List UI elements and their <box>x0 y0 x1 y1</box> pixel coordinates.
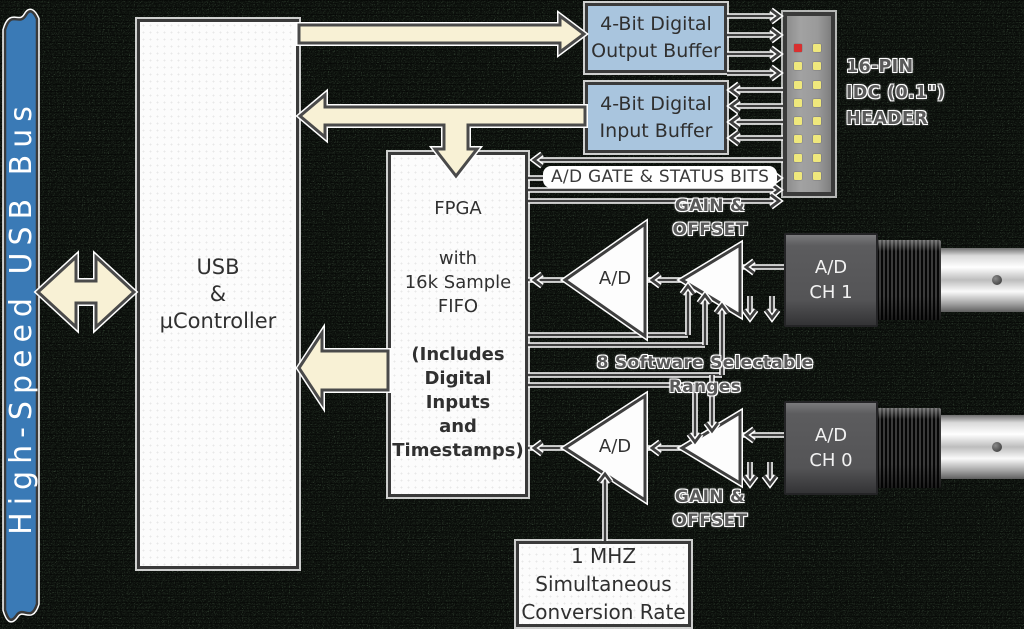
usb-bus-label: High-Speed USB Bus <box>4 99 39 535</box>
header-pin <box>794 172 802 181</box>
arrowhead-u <box>714 302 730 314</box>
arrowhead-l <box>531 440 543 456</box>
ch1-line: CH 1 <box>809 282 853 303</box>
header-pin <box>813 117 821 126</box>
fpga-line: Timestamps) <box>392 440 524 461</box>
ch0-line: CH 0 <box>809 450 853 471</box>
arrowhead-l <box>728 114 740 130</box>
gain-offset-label-ch0: GAIN & OFFSET <box>672 487 748 531</box>
fpga-line: 16k Sample <box>404 272 512 293</box>
header-pin-1 <box>794 44 802 52</box>
digital-input-buffer-box: 4-Bit Digital Input Buffer <box>585 82 727 153</box>
fpga-line: FPGA <box>434 198 482 219</box>
arrowhead-l <box>743 259 755 275</box>
input-buffer-line: 4-Bit Digital <box>600 92 712 115</box>
fpga-line: (Includes <box>411 344 505 365</box>
arrowhead-u <box>680 283 696 295</box>
header-pin <box>794 98 802 107</box>
input-buffer-line: Input Buffer <box>599 119 713 142</box>
header-pin <box>813 62 821 71</box>
arrowhead-r <box>770 8 782 24</box>
arrowhead-r <box>770 65 782 81</box>
header-pin <box>794 117 802 126</box>
idc-header-label: 16-PIN IDC (0.1") HEADER <box>846 57 946 129</box>
arrowhead-l <box>743 427 755 443</box>
clock-line: Conversion Rate <box>521 600 686 624</box>
arrowhead-l <box>728 98 740 114</box>
fpga-line: Digital Inputs <box>424 368 492 413</box>
ad-ch0-connector: A/D CH 0 <box>784 401 878 495</box>
header-pin <box>813 44 821 52</box>
arrowhead-r <box>770 27 782 43</box>
usb-bus-bidirectional-arrow <box>35 253 137 331</box>
fpga-line: and <box>439 416 477 437</box>
header-pin <box>794 62 802 71</box>
adc-label-ch0: A/D <box>598 436 632 457</box>
header-pin <box>813 80 821 89</box>
usb-bus-ribbon <box>3 10 39 622</box>
bnc-hole-ch0 <box>992 442 1002 452</box>
arrowhead-l <box>728 130 740 146</box>
clock-line: Simultaneous <box>535 572 672 596</box>
bnc-barrel-ch0 <box>941 415 1024 479</box>
arrowhead-d <box>704 422 720 434</box>
fpga-line: with <box>438 248 478 269</box>
fpga-box: FPGA with 16k Sample FIFO (Includes Digi… <box>388 152 528 497</box>
adc-triangle-ch1 <box>562 221 647 339</box>
arrowhead-u <box>597 471 613 483</box>
output-buffer-line: Output Buffer <box>591 40 721 62</box>
gain-offset-label-ch1: GAIN & OFFSET <box>672 196 748 240</box>
arrowhead-u <box>697 292 713 304</box>
arrowhead-r <box>770 193 782 209</box>
ch0-line: A/D <box>814 425 848 446</box>
arrowhead-l <box>531 152 543 168</box>
header-pin <box>794 135 802 144</box>
usb-controller-box: USB & µController <box>137 19 299 569</box>
clock-line: 1 MHZ <box>570 544 637 568</box>
ranges-label: 8 Software Selectable Ranges <box>596 353 814 397</box>
usb-box-line: µController <box>159 308 277 333</box>
header-pin <box>813 153 821 162</box>
digital-output-buffer-box: 4-Bit Digital Output Buffer <box>585 3 727 73</box>
usb-to-output-buffer-arrow <box>297 13 587 55</box>
arrowhead-d <box>762 475 778 487</box>
ch1-line: A/D <box>814 257 848 278</box>
arrowhead-d <box>742 475 758 487</box>
bnc-ribbed-ch1 <box>877 240 941 320</box>
input-buffer-to-usb-and-fpga-arrow <box>297 91 587 179</box>
gain-amp-triangle-ch1 <box>679 242 742 318</box>
header-pin <box>813 172 821 181</box>
header-pins <box>794 44 821 181</box>
conversion-rate-box: 1 MHZ Simultaneous Conversion Rate <box>516 541 691 627</box>
header-pin <box>813 98 821 107</box>
bnc-hole-ch1 <box>992 275 1002 285</box>
arrowhead-d <box>687 433 703 445</box>
usb-box-line: USB <box>196 254 240 279</box>
adc-label-ch1: A/D <box>598 268 632 289</box>
gate-status-label: A/D GATE & STATUS BITS <box>543 166 778 188</box>
bnc-ribbed-ch0 <box>877 408 941 488</box>
arrowhead-l <box>649 272 661 288</box>
header-pin <box>813 135 821 144</box>
ad-ch1-connector: A/D CH 1 <box>784 233 878 327</box>
arrowhead-l <box>531 272 543 288</box>
arrowhead-r <box>770 46 782 62</box>
idc-header-connector <box>783 12 835 196</box>
bnc-barrel-ch1 <box>941 248 1024 312</box>
header-pin <box>794 153 802 162</box>
output-buffer-line: 4-Bit Digital <box>600 13 712 35</box>
usb-box-line: & <box>209 281 227 306</box>
header-pin <box>794 80 802 89</box>
fpga-line: FIFO <box>437 296 479 317</box>
fpga-to-usb-arrow <box>297 327 390 409</box>
arrowhead-d <box>764 309 780 321</box>
arrowhead-l <box>649 440 661 456</box>
arrowhead-l <box>728 82 740 98</box>
arrowhead-d <box>742 309 758 321</box>
